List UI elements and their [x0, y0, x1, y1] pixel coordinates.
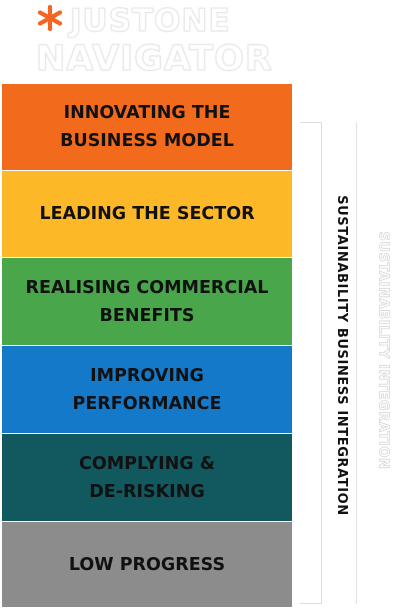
level-label: LEADING THE SECTOR	[39, 204, 255, 224]
side-label-text: SUSTAINABILITY BUSINESS INTEGRATION	[333, 194, 349, 516]
side-label-vertical: SUSTAINABILITY BUSINESS INTEGRATION	[330, 180, 352, 530]
asterisk-star-icon	[37, 4, 63, 32]
logo-text-line-1: JUSTONE	[69, 3, 231, 39]
level-label: LOW PROGRESS	[68, 554, 226, 575]
level-leading-the-sector: LEADING THE SECTOR	[2, 171, 292, 258]
integration-bracket	[300, 122, 322, 604]
faint-side-label-text: SUSTAINABILITY INTEGRATION	[375, 230, 391, 470]
faint-side-bar	[356, 122, 374, 604]
justone-navigator-logo: JUSTONE NAVIGATOR	[35, 3, 272, 78]
logo-text-line-2: NAVIGATOR	[35, 39, 273, 79]
level-label: COMPLYING &DE-RISKING	[79, 453, 215, 502]
faint-side-label-vertical: SUSTAINABILITY INTEGRATION	[372, 190, 394, 510]
level-complying-de-risking: COMPLYING &DE-RISKING	[2, 434, 292, 522]
level-low-progress: LOW PROGRESS	[2, 522, 292, 608]
